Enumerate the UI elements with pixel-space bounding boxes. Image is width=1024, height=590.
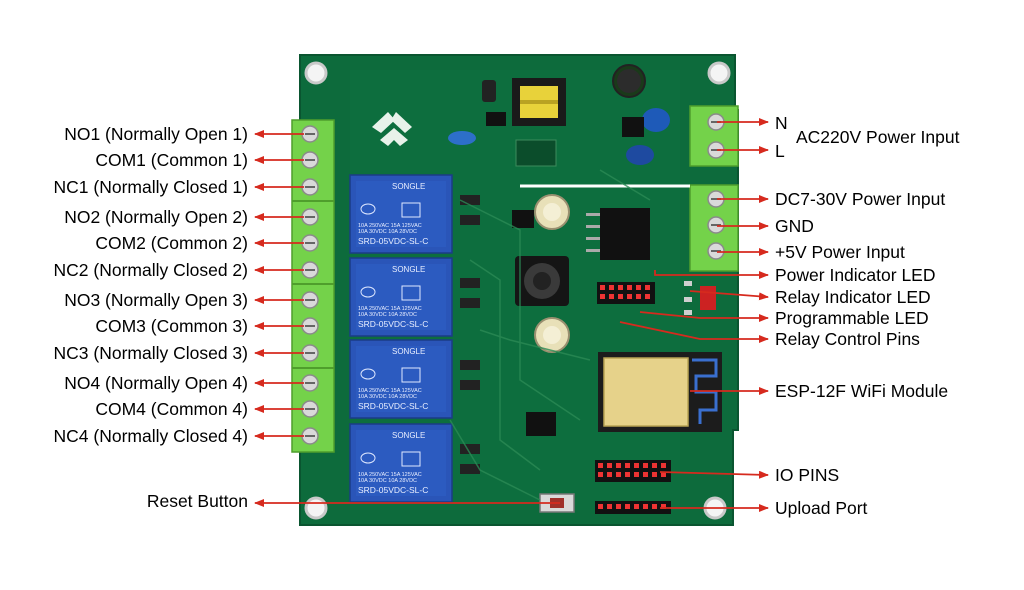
relay-brand-text: SONGLE bbox=[392, 182, 425, 191]
relay-model-text: SRD-05VDC-SL-C bbox=[358, 236, 428, 246]
relay-rating1-text: 10A 250VAC 15A 125VAC bbox=[358, 223, 422, 229]
relay-brand-text: SONGLE bbox=[392, 431, 425, 440]
io-pins-header bbox=[595, 460, 671, 482]
right-label-7: Relay Control Pins bbox=[775, 329, 920, 349]
left-label-7: NO3 (Normally Open 3) bbox=[64, 290, 248, 310]
relay-brand-text: SONGLE bbox=[392, 265, 425, 274]
voltage-regulator bbox=[512, 194, 650, 260]
right-label-3: +5V Power Input bbox=[775, 242, 905, 262]
left-label-5: COM2 (Common 2) bbox=[95, 233, 248, 253]
left-label-6: NC2 (Normally Closed 2) bbox=[53, 260, 249, 280]
inductor bbox=[515, 256, 569, 306]
dc-terminal-block bbox=[689, 184, 739, 272]
relay-control-header bbox=[597, 282, 655, 304]
relay-rating2-text: 10A 30VDC 10A 28VDC bbox=[358, 312, 417, 318]
arrow-right-7 bbox=[619, 321, 769, 343]
pin-headers bbox=[595, 282, 671, 514]
brand-logo-icon bbox=[372, 112, 412, 146]
capacitor-lower bbox=[526, 317, 570, 436]
right-label-2: GND bbox=[775, 216, 814, 236]
right-label-10: Upload Port bbox=[775, 498, 868, 518]
relay-rating1-text: 10A 250VAC 15A 125VAC bbox=[358, 306, 422, 312]
arrow-right-5 bbox=[689, 290, 769, 301]
relay-rating2-text: 10A 30VDC 10A 28VDC bbox=[358, 478, 417, 484]
relay-model-text: SRD-05VDC-SL-C bbox=[358, 485, 428, 495]
right-label-1: DC7-30V Power Input bbox=[775, 189, 946, 209]
ac-l-label: L bbox=[775, 141, 785, 161]
upload-port-header bbox=[595, 501, 671, 514]
arrow-right-9 bbox=[659, 470, 769, 479]
right-label-5: Relay Indicator LED bbox=[775, 287, 931, 307]
esp12f-module bbox=[598, 352, 722, 432]
capacitors-top bbox=[448, 64, 670, 167]
left-label-12: NC4 (Normally Closed 4) bbox=[53, 426, 249, 446]
arrow-right-4 bbox=[654, 270, 769, 279]
ac-terminal-block bbox=[689, 105, 739, 167]
left-terminal-block bbox=[291, 119, 335, 453]
relay-rating1-text: 10A 250VAC 15A 125VAC bbox=[358, 472, 422, 478]
right-label-6: Programmable LED bbox=[775, 308, 929, 328]
relay-model-text: SRD-05VDC-SL-C bbox=[358, 319, 428, 329]
right-label-8: ESP-12F WiFi Module bbox=[775, 381, 949, 401]
transformer bbox=[512, 78, 566, 126]
right-label-4: Power Indicator LED bbox=[775, 265, 936, 285]
ac-power-title: AC220V Power Input bbox=[796, 127, 960, 147]
arrow-right-6 bbox=[639, 311, 769, 322]
left-label-9: NC3 (Normally Closed 3) bbox=[53, 343, 249, 363]
ac-n-label: N bbox=[775, 113, 788, 133]
relay-brand-text: SONGLE bbox=[392, 347, 425, 356]
left-label-2: COM1 (Common 1) bbox=[95, 150, 248, 170]
relay-rating2-text: 10A 30VDC 10A 28VDC bbox=[358, 229, 417, 235]
left-label-8: COM3 (Common 3) bbox=[95, 316, 248, 336]
annotation-arrows bbox=[254, 118, 769, 512]
left-label-3: NC1 (Normally Closed 1) bbox=[53, 177, 249, 197]
relay-rating2-text: 10A 30VDC 10A 28VDC bbox=[358, 394, 417, 400]
left-label-4: NO2 (Normally Open 2) bbox=[64, 207, 248, 227]
left-label-10: NO4 (Normally Open 4) bbox=[64, 373, 248, 393]
right-label-9: IO PINS bbox=[775, 465, 840, 485]
relay-model-text: SRD-05VDC-SL-C bbox=[358, 401, 428, 411]
relay-rating1-text: 10A 250VAC 15A 125VAC bbox=[358, 388, 422, 394]
left-label-1: NO1 (Normally Open 1) bbox=[64, 124, 248, 144]
reset-button-label: Reset Button bbox=[146, 491, 248, 511]
left-label-11: COM4 (Common 4) bbox=[95, 399, 248, 419]
